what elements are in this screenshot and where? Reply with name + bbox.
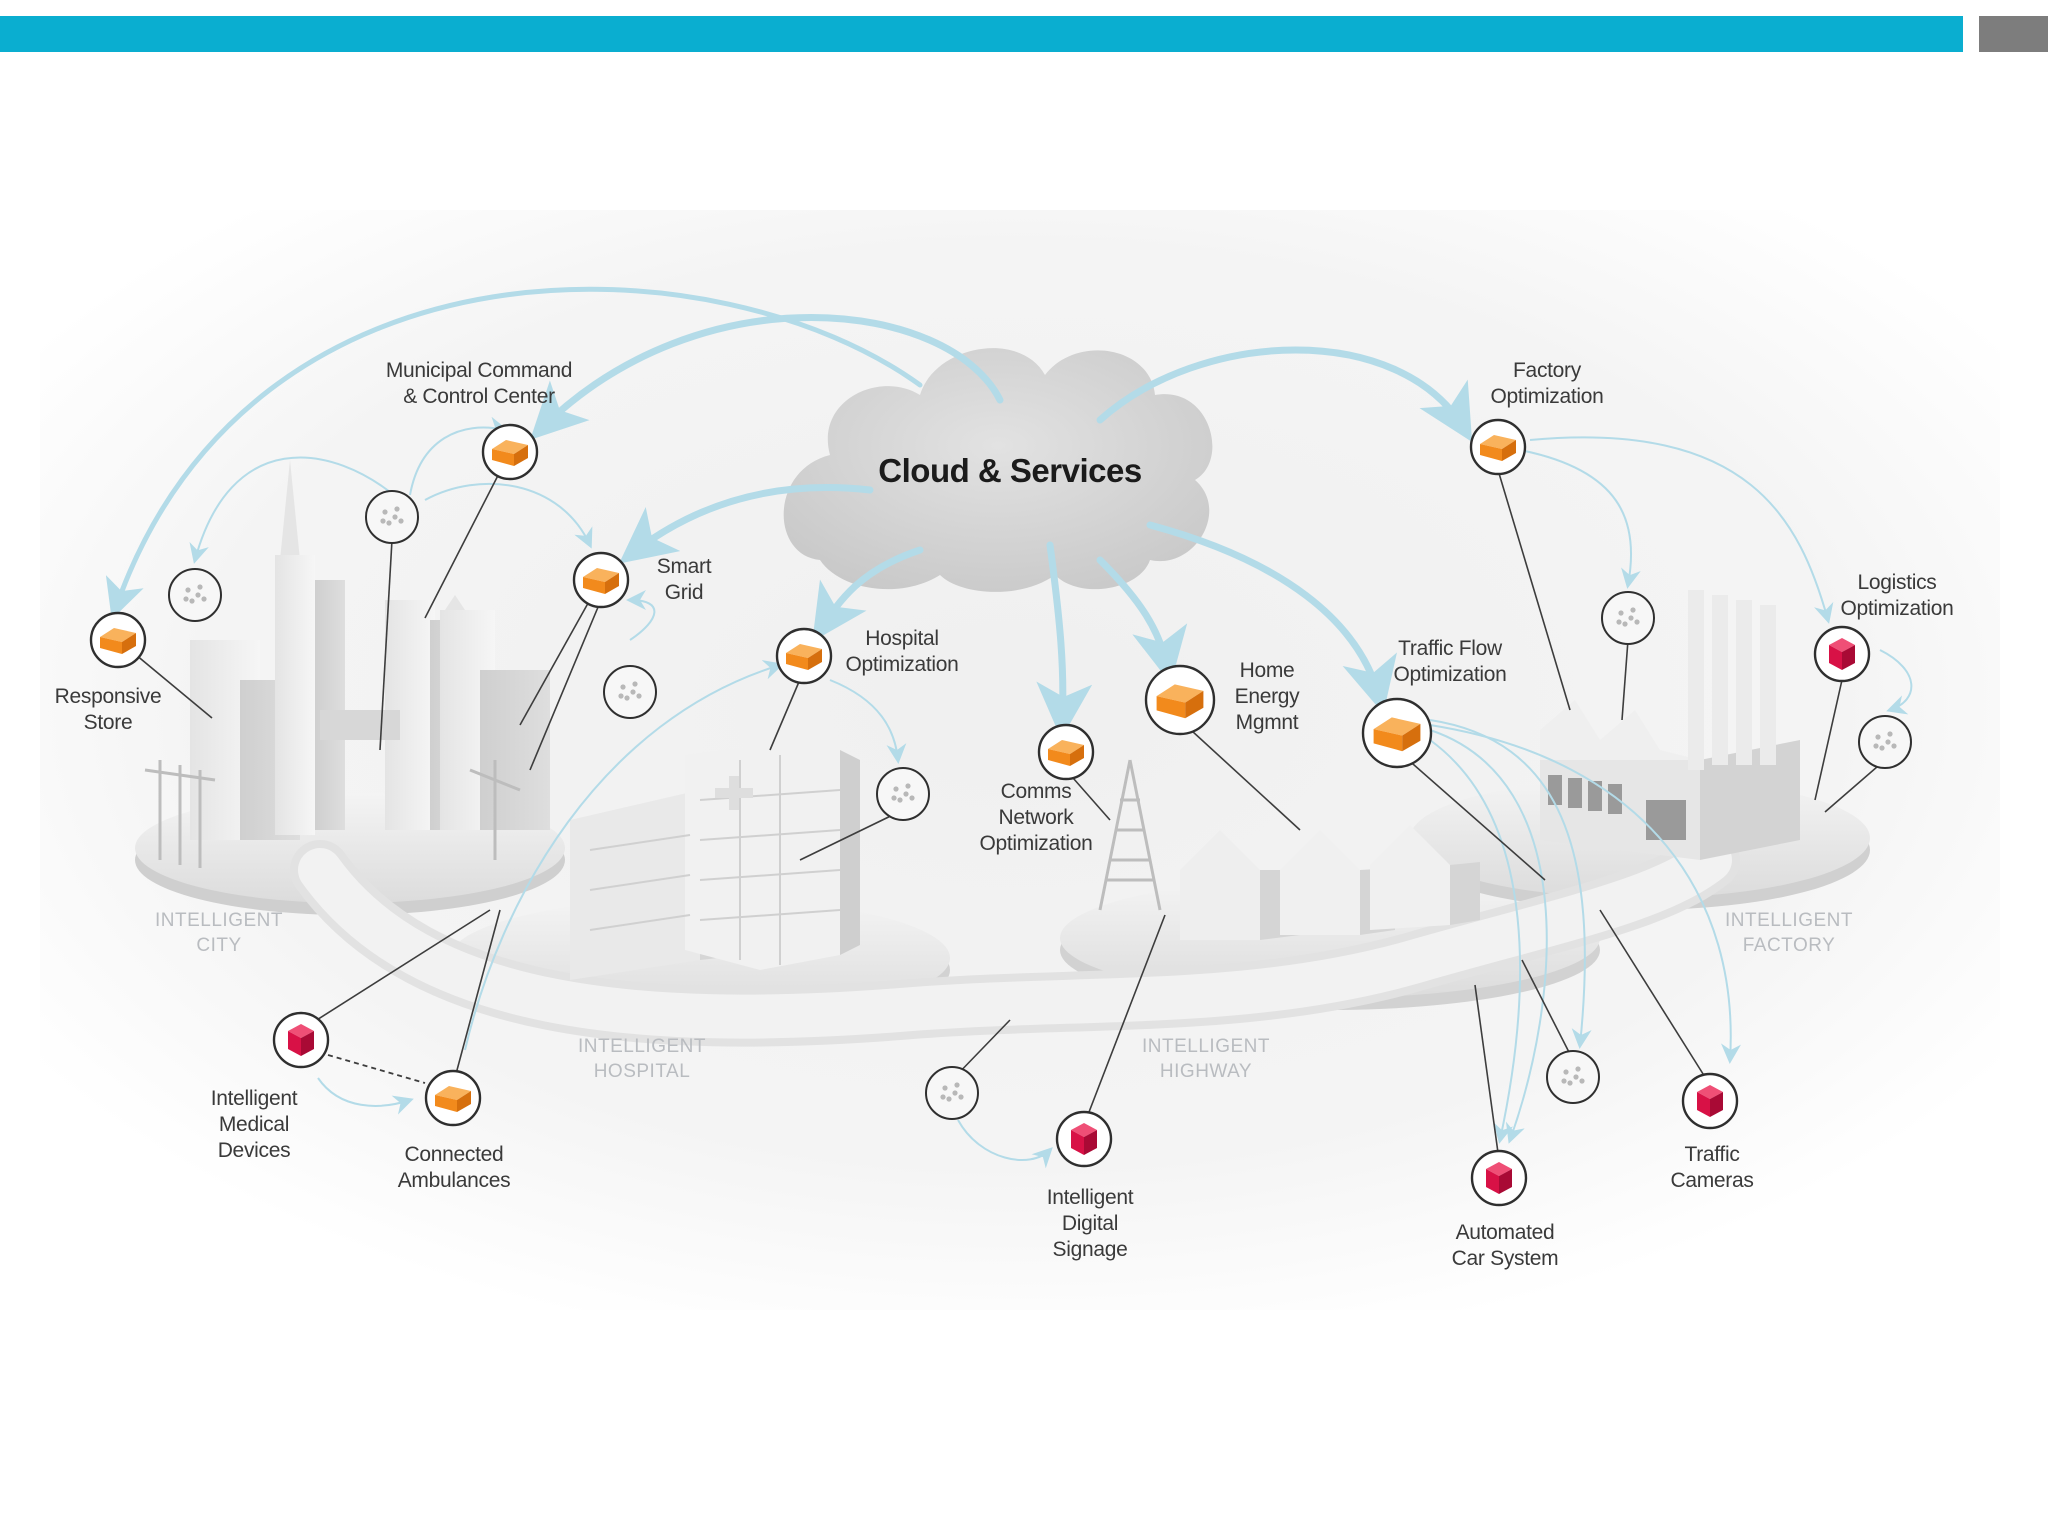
leader-line: [1497, 469, 1571, 711]
local-arrow: [1879, 649, 1913, 715]
sensor-node-icon: [365, 490, 419, 544]
city-buildings: [144, 460, 550, 868]
label-connected-ambulances: Connected Ambulances: [397, 1143, 511, 1192]
cloud-arrow: [812, 546, 924, 642]
sensor-node-icon: [1858, 715, 1912, 769]
sensor-node-icon: [1546, 1050, 1600, 1104]
cloud-title: Cloud & Services: [878, 452, 1142, 489]
sensor-nodes: [168, 490, 1912, 1120]
label-responsive-store: Responsive Store: [54, 685, 162, 734]
leader-line: [1621, 639, 1629, 721]
label-comms-network: Comms Network Optimization: [979, 780, 1093, 855]
local-arrow: [957, 1119, 1053, 1169]
leader-line: [1083, 914, 1166, 1126]
leader-line: [452, 909, 501, 1086]
zone-intelligent-hospital: INTELLIGENT HOSPITAL: [578, 1036, 706, 1082]
cloud-shape: [783, 348, 1213, 592]
local-arrow: [829, 679, 907, 764]
leader-line: [300, 909, 491, 1031]
local-arrow: [464, 660, 784, 1051]
node-municipal-icon: [481, 423, 539, 481]
node-traffic-cameras-icon: [1681, 1072, 1739, 1130]
local-arrow: [189, 456, 401, 564]
leader-line: [1474, 984, 1500, 1161]
label-traffic-cameras: Traffic Cameras: [1670, 1143, 1754, 1192]
label-automated-car-system: Automated Car System: [1451, 1221, 1559, 1270]
node-smart-grid-icon: [572, 551, 630, 609]
node-signage-icon: [1055, 1110, 1113, 1168]
local-arrow: [1429, 719, 1592, 1049]
leader-line: [1814, 679, 1843, 801]
sensor-node-icon: [603, 665, 657, 719]
label-home-energy: Home Energy Mgmnt: [1234, 659, 1300, 734]
local-arrow: [409, 416, 509, 496]
leader-line: [1824, 759, 1886, 813]
sensor-node-icon: [876, 767, 930, 821]
zone-intelligent-city: INTELLIGENT CITY: [155, 910, 283, 956]
zone-intelligent-highway: INTELLIGENT HIGHWAY: [1142, 1036, 1270, 1082]
sensor-node-icon: [925, 1066, 979, 1120]
local-arrow: [317, 1077, 414, 1115]
sensor-node-icon: [1601, 591, 1655, 645]
cloud-arrow: [618, 484, 874, 564]
hospital-building: [570, 740, 860, 980]
node-comms-icon: [1037, 723, 1095, 781]
local-arrow: [1429, 724, 1741, 1064]
cloud-arrow: [1146, 521, 1397, 714]
node-responsive-store-icon: [89, 611, 147, 669]
header-tab: [1979, 16, 2048, 52]
node-factory-opt-icon: [1469, 418, 1527, 476]
cloud-arrow: [105, 286, 923, 620]
leader-line: [1521, 959, 1574, 1061]
node-icons: [89, 418, 1871, 1207]
node-traffic-flow-icon: [1361, 697, 1433, 769]
node-home-energy-icon: [1144, 664, 1216, 736]
cloud-arrow: [530, 314, 1004, 440]
local-arrow: [1429, 739, 1521, 1144]
label-smart-grid: Smart Grid: [656, 555, 712, 604]
local-arrow: [1529, 436, 1834, 624]
connection-lines: [105, 286, 1913, 1169]
label-hospital-optimization: Hospital Optimization: [845, 627, 959, 676]
leader-line: [1179, 719, 1301, 831]
label-logistics-optimization: Logistics Optimization: [1840, 571, 1954, 620]
node-logistics-icon: [1813, 625, 1871, 683]
node-hospital-opt-icon: [775, 627, 833, 685]
factory-building: [1540, 590, 1800, 860]
leader-line: [799, 809, 904, 861]
sensor-node-icon: [168, 568, 222, 622]
zone-intelligent-factory: INTELLIGENT FACTORY: [1725, 910, 1853, 956]
leader-line: [1599, 909, 1711, 1086]
leader-line: [424, 451, 511, 619]
cloud-arrow: [1036, 541, 1093, 739]
label-digital-signage: Intelligent Digital Signage: [1046, 1186, 1134, 1261]
label-traffic-flow: Traffic Flow Optimization: [1393, 637, 1507, 686]
node-ambulances-icon: [424, 1069, 482, 1127]
cloud-arrow: [1096, 346, 1473, 443]
cloud-arrow: [1096, 556, 1188, 684]
node-medical-icon: [272, 1011, 330, 1069]
node-car-system-icon: [1470, 1149, 1528, 1207]
label-factory-optimization: Factory Optimization: [1490, 359, 1604, 408]
local-arrow: [1519, 449, 1641, 589]
local-arrow: [1429, 729, 1548, 1144]
local-arrow: [424, 482, 593, 549]
label-medical-devices: Intelligent Medical Devices: [210, 1087, 298, 1162]
header-bar: [0, 16, 1963, 52]
scene-background: [40, 210, 2000, 1310]
highway-structures: [1098, 759, 1480, 940]
dashed-link: [327, 1054, 426, 1084]
local-arrow: [626, 590, 656, 641]
label-municipal-command: Municipal Command & Control Center: [385, 359, 573, 408]
leader-line: [379, 539, 393, 751]
leader-line: [1396, 749, 1546, 881]
leader-line: [529, 599, 602, 771]
